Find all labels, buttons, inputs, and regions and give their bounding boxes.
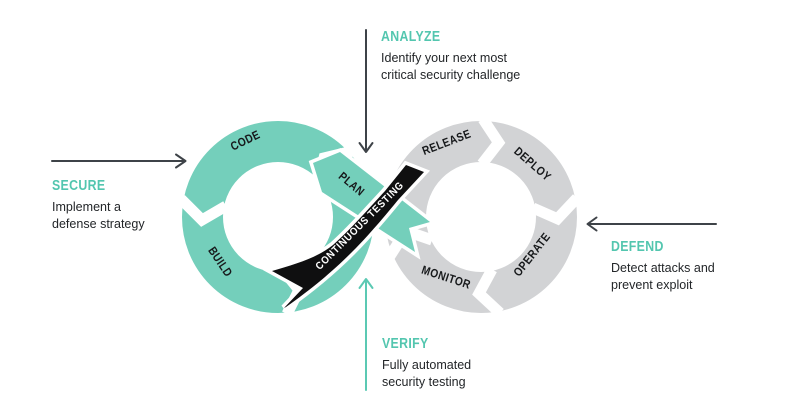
continuous-testing-ribbon [263,160,431,312]
secure-annotation: SECURE Implement a defense strategy [52,178,150,232]
verify-arrow [358,278,374,391]
analyze-annotation: ANALYZE Identify your next most critical… [381,29,528,83]
defend-annotation: DEFEND Detect attacks and prevent exploi… [611,239,720,293]
secure-line1: Implement a [52,199,121,214]
verify-line1: Fully automated [382,357,472,372]
gap-release-deploy [477,115,506,168]
defend-line1: Detect attacks and [611,260,715,275]
analyze-arrow [358,29,374,153]
gap-operate-monitor [472,266,504,318]
defend-arrow [586,216,717,232]
analyze-line1: Identify your next most [381,50,508,65]
defend-title: DEFEND [611,239,664,255]
verify-annotation: VERIFY Fully automated security testing [382,336,476,390]
defend-line2: prevent exploit [611,277,693,292]
secure-arrow [51,153,187,169]
verify-title: VERIFY [382,336,429,352]
analyze-title: ANALYZE [381,29,441,45]
secure-title: SECURE [52,178,106,194]
analyze-line2: critical security challenge [381,67,521,82]
gap-deploy-operate [530,194,582,226]
verify-line2: security testing [382,374,466,389]
secure-line2: defense strategy [52,216,145,231]
gap-code-build [177,195,229,227]
